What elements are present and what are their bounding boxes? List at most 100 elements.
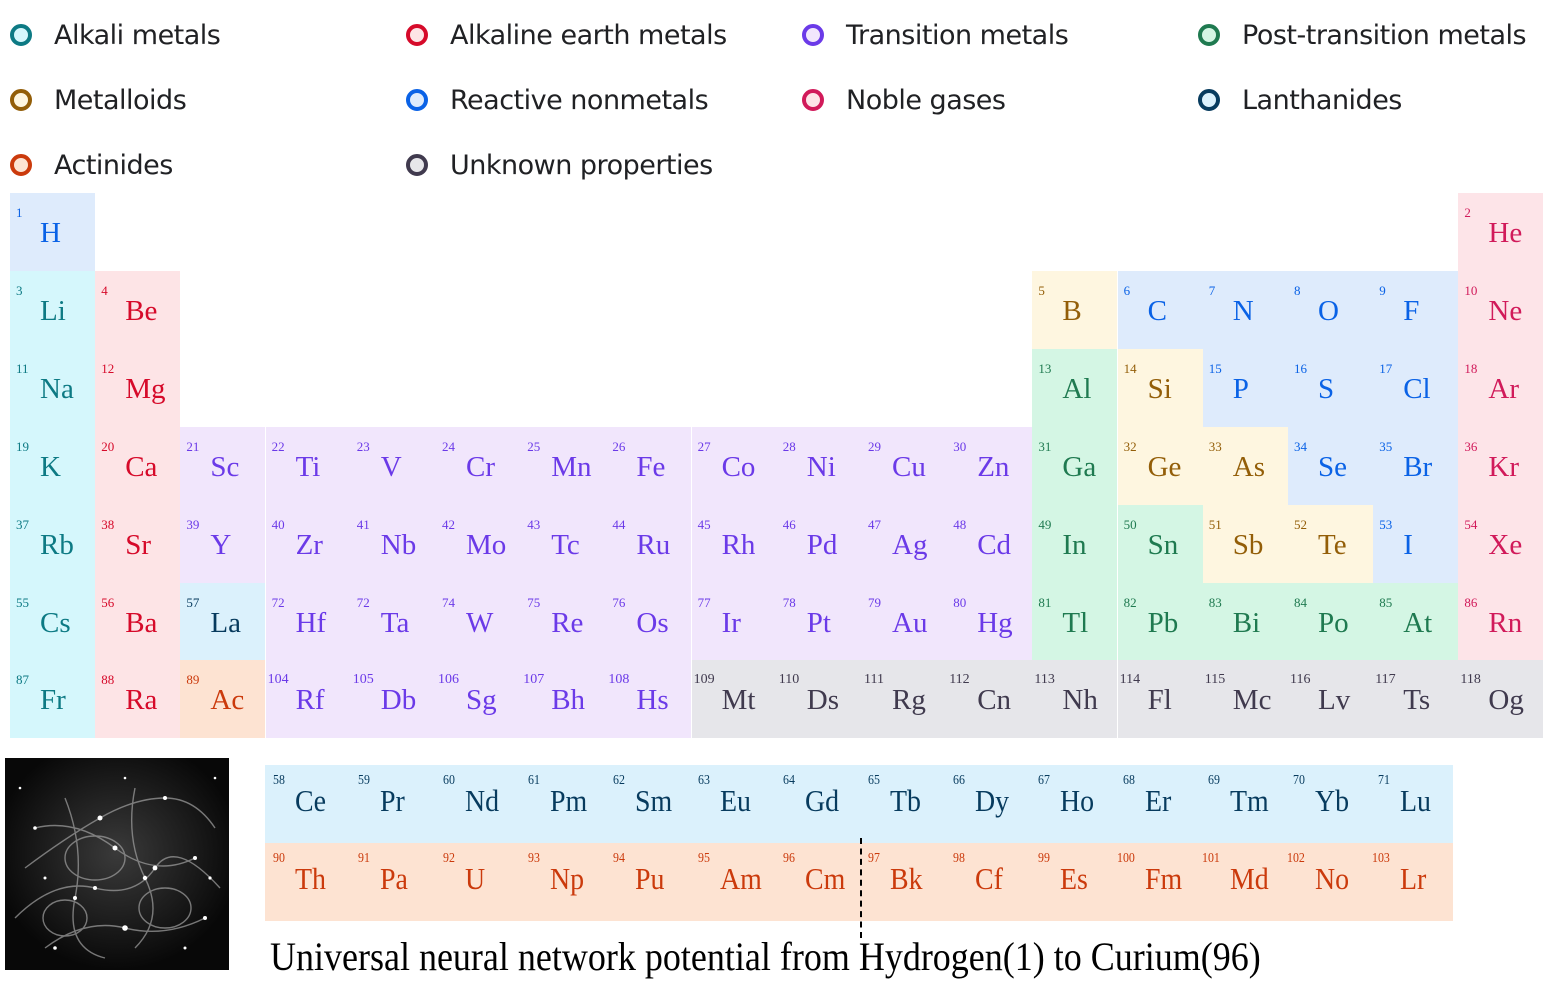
atomic-number: 16 [1294, 360, 1307, 376]
circle-icon [802, 89, 824, 111]
element-symbol: Po [1318, 606, 1349, 639]
element-symbol: Se [1318, 450, 1347, 483]
element-symbol: Cm [805, 861, 846, 896]
atomic-number: 74 [442, 594, 455, 610]
element-symbol: Re [551, 606, 584, 639]
atomic-number: 118 [1460, 672, 1481, 688]
element-symbol: Rn [1488, 606, 1523, 639]
element-symbol: Rg [892, 684, 926, 717]
element-symbol: Yb [1315, 783, 1350, 818]
element-symbol: Dy [975, 783, 1010, 818]
atomic-number: 3 [16, 282, 23, 298]
atomic-number: 55 [16, 594, 29, 610]
atomic-number: 81 [1038, 594, 1052, 610]
element-symbol: F [1403, 294, 1420, 327]
atomic-number: 7 [1208, 282, 1216, 298]
element-symbol: Bh [551, 684, 586, 717]
atomic-number: 61 [528, 773, 540, 788]
atomic-number: 47 [868, 516, 881, 532]
element-symbol: Be [125, 294, 158, 327]
atomic-number: 77 [697, 594, 711, 610]
atomic-number: 12 [101, 360, 115, 376]
atomic-number: 15 [1208, 360, 1222, 376]
atomic-number: 25 [527, 438, 541, 454]
atomic-number: 19 [16, 438, 29, 454]
element-symbol: Rh [721, 528, 756, 561]
atomic-number: 10 [1464, 282, 1478, 298]
element-symbol: Tc [551, 528, 580, 561]
legend-item-noble-gases: Noble gases [792, 80, 1006, 120]
element-symbol: Mc [1232, 684, 1272, 717]
element-symbol: P [1232, 372, 1249, 405]
legend-item-reactive-nonmetals: Reactive nonmetals [396, 80, 709, 120]
element-symbol: Ag [892, 528, 928, 561]
atomic-number: 13 [1038, 360, 1052, 376]
atomic-number: 80 [953, 594, 967, 610]
circle-icon [10, 24, 32, 46]
legend-item-metalloids: Metalloids [0, 80, 187, 120]
element-symbol: Hs [636, 684, 669, 717]
atomic-number: 88 [101, 672, 115, 688]
element-symbol: Ir [721, 606, 741, 639]
element-symbol: Lv [1318, 684, 1351, 717]
atomic-number: 21 [186, 438, 200, 454]
atomic-number: 9 [1379, 282, 1386, 298]
element-symbol: Cs [40, 606, 71, 639]
atomic-number: 6 [1123, 282, 1131, 298]
atomic-number: 23 [356, 438, 370, 454]
atomic-number: 70 [1293, 773, 1305, 788]
element-symbol: At [1403, 606, 1433, 639]
atomic-number: 18 [1464, 360, 1478, 376]
atomic-number: 108 [608, 672, 630, 688]
element-symbol: Pr [380, 783, 405, 818]
atomic-number: 72 [271, 594, 285, 610]
atomic-number: 36 [1464, 438, 1478, 454]
element-symbol: Ar [1488, 372, 1519, 405]
element-symbol: Te [1318, 528, 1347, 561]
element-symbol: O [1318, 294, 1339, 327]
element-symbol: Rf [295, 684, 325, 717]
atomic-number: 4 [101, 282, 108, 298]
element-symbol: Pu [635, 861, 665, 896]
legend-label: Transition metals [846, 19, 1069, 51]
element-symbol: Al [1062, 372, 1092, 405]
legend-label: Noble gases [846, 84, 1006, 116]
element-symbol: Br [1403, 450, 1433, 483]
element-symbol: Xe [1488, 528, 1523, 561]
element-symbol: B [1062, 294, 1082, 327]
element-symbol: Fr [40, 684, 66, 717]
atomic-number: 50 [1123, 516, 1137, 532]
element-symbol: Sb [1232, 528, 1264, 561]
element-symbol: Tb [890, 783, 921, 818]
